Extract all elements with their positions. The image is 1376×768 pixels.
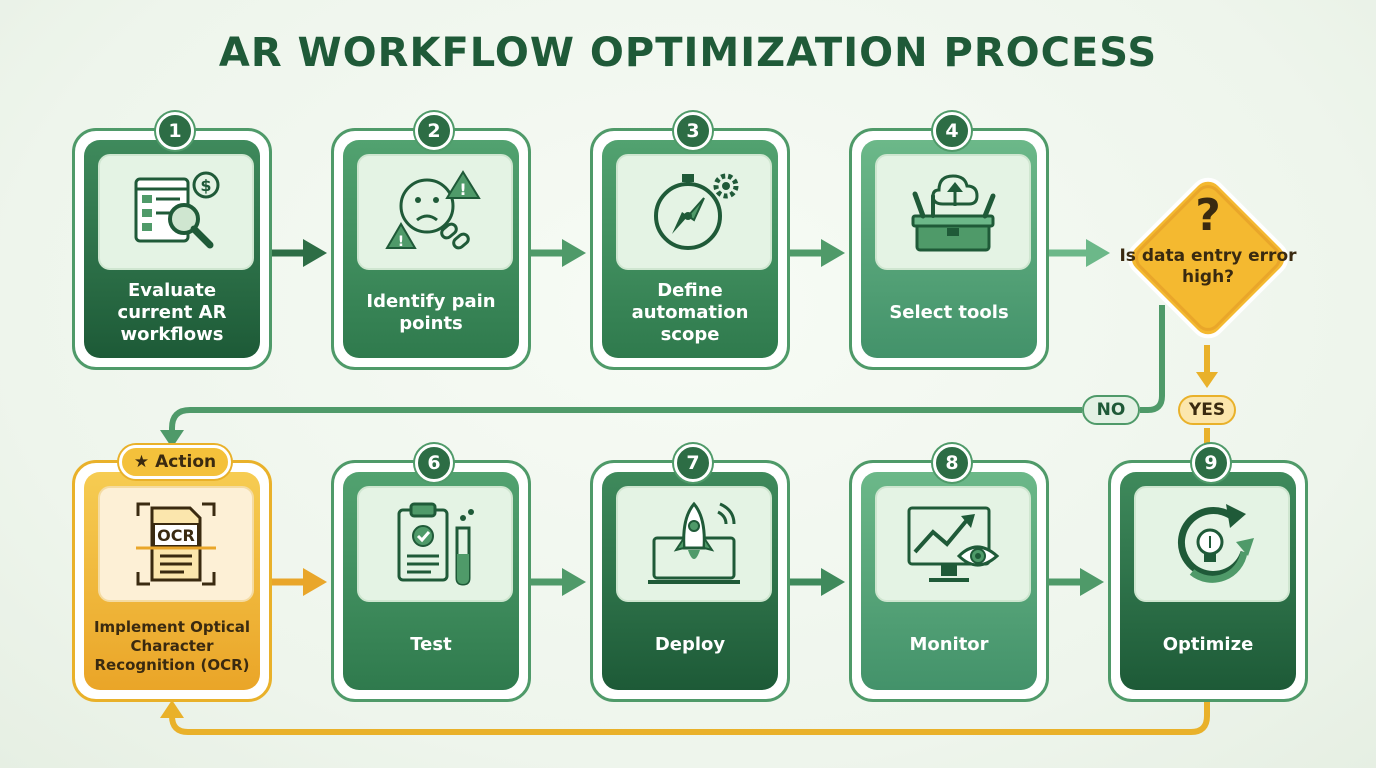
step-1-number-badge: 1 <box>156 112 194 150</box>
yes-path-connector <box>1196 345 1218 444</box>
step-9-card[interactable]: Optimize 9 <box>1108 444 1308 702</box>
svg-text:$: $ <box>200 176 211 195</box>
yes-label: YES <box>1178 395 1236 425</box>
step-3-label: Define automation scope <box>631 280 749 345</box>
rocket-laptop-icon <box>648 501 740 584</box>
arrow-7-to-8 <box>790 568 845 596</box>
no-label: NO <box>1082 395 1140 425</box>
star-icon: ★ <box>133 452 150 472</box>
step-4-card[interactable]: Select tools 4 <box>849 112 1049 370</box>
step-6-card[interactable]: Test 6 <box>331 444 531 702</box>
step-9-label: Optimize <box>1162 634 1254 655</box>
question-mark-icon: ? <box>1195 190 1221 241</box>
decision-diamond[interactable]: ? Is data entry error high? <box>1110 160 1306 356</box>
step-8-number-badge: 8 <box>933 444 971 482</box>
step-3-card[interactable]: Define automation scope 3 <box>590 112 790 370</box>
ocr-text: OCR <box>157 526 195 545</box>
svg-text:!: ! <box>398 234 404 250</box>
decision-question: Is data entry error high? <box>1119 246 1297 287</box>
action-badge-label: Action <box>155 452 217 472</box>
step-2-card[interactable]: ! ! Identify pain points 2 <box>331 112 531 370</box>
step-2-number-badge: 2 <box>415 112 453 150</box>
step-7-card[interactable]: Deploy 7 <box>590 444 790 702</box>
no-path-connector <box>160 305 1165 448</box>
workflow-search-icon: $ <box>134 171 220 249</box>
arrow-6-to-7 <box>531 568 586 596</box>
action-ocr-card[interactable]: OCR Implement Optical Character Recognit… <box>72 445 272 702</box>
step-7-label: Deploy <box>654 634 726 655</box>
arrow-2-to-3 <box>531 239 586 267</box>
step-7-number-badge: 7 <box>674 444 712 482</box>
action-badge: ★ Action <box>119 445 231 479</box>
step-1-label: Evaluate current AR workflows <box>117 280 227 345</box>
arrow-ocr-to-6 <box>272 568 327 596</box>
step-2-label: Identify pain points <box>366 291 496 334</box>
arrow-3-to-4 <box>790 239 845 267</box>
toolbox-cloud-icon <box>911 174 996 252</box>
svg-text:!: ! <box>459 180 466 199</box>
stopwatch-gear-icon <box>654 173 739 250</box>
pain-points-icon: ! ! <box>385 170 481 250</box>
diamond-shape <box>1127 177 1289 339</box>
page-title: AR WORKFLOW OPTIMIZATION PROCESS <box>218 30 1158 76</box>
arrow-4-to-decision <box>1049 239 1110 267</box>
ocr-document-icon: OCR <box>136 502 216 586</box>
monitor-chart-eye-icon <box>907 506 1000 582</box>
cycle-lightbulb-icon <box>1178 504 1254 583</box>
arrow-8-to-9 <box>1049 568 1104 596</box>
step-1-card[interactable]: $ Evaluate current AR workflows 1 <box>72 112 272 370</box>
step-9-number-badge: 9 <box>1192 444 1230 482</box>
arrow-1-to-2 <box>272 239 327 267</box>
step-6-number-badge: 6 <box>415 444 453 482</box>
step-3-number-badge: 3 <box>674 112 712 150</box>
action-ocr-label: Implement Optical Character Recognition … <box>93 617 251 674</box>
step-4-label: Select tools <box>889 302 1009 323</box>
step-8-label: Monitor <box>909 634 989 655</box>
step-4-number-badge: 4 <box>933 112 971 150</box>
step-6-label: Test <box>410 634 452 655</box>
clipboard-testtube-icon <box>397 502 474 586</box>
step-8-card[interactable]: Monitor 8 <box>849 444 1049 702</box>
feedback-loop-connector <box>160 700 1210 735</box>
